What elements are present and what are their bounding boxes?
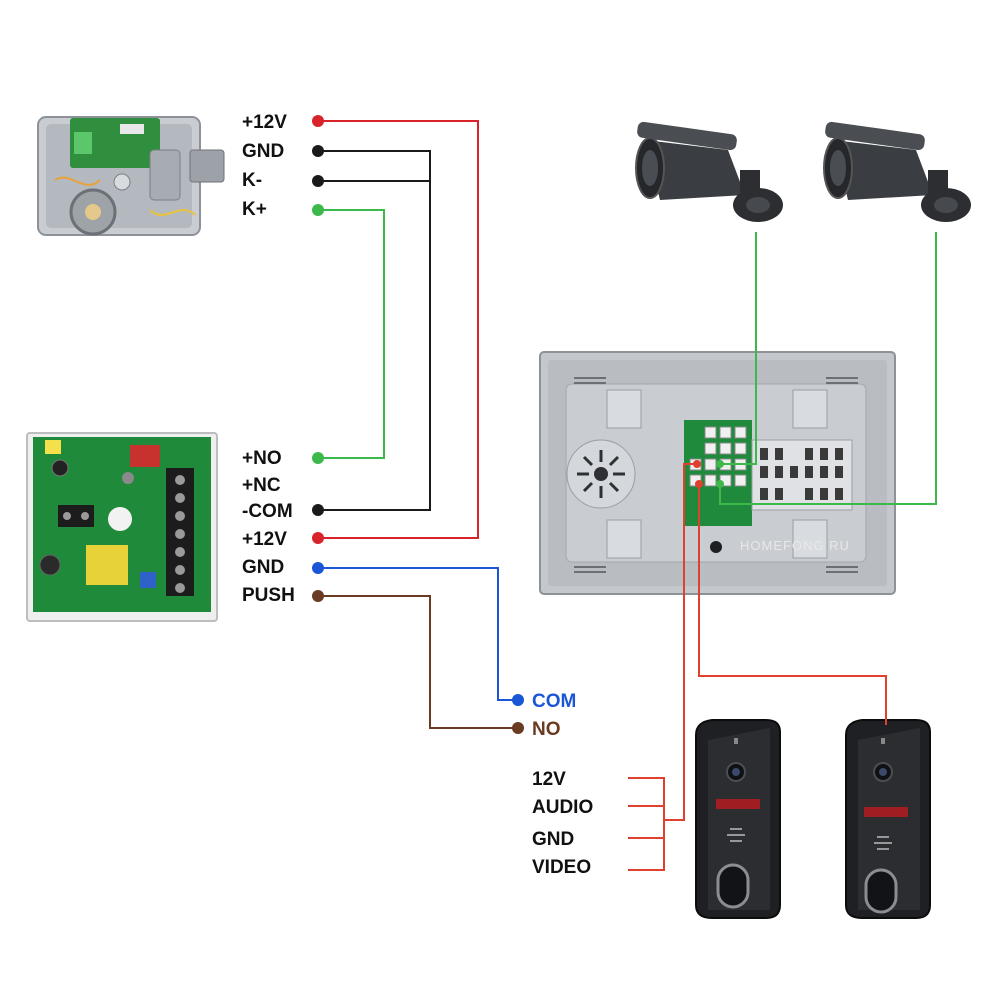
doorbell-label-audio: AUDIO <box>532 797 593 818</box>
terminal-dots <box>312 115 724 734</box>
psu-label-com: -COM <box>242 501 293 522</box>
camera-2 <box>823 121 971 222</box>
lock-label-12v: +12V <box>242 112 287 133</box>
wire-gnd-blue <box>318 567 518 701</box>
psu-label-gnd: GND <box>242 557 284 578</box>
lock-terminal-labels: +12V GND K- K+ <box>242 112 287 220</box>
psu-terminal-labels: +NO +NC -COM +12V GND PUSH <box>242 448 295 606</box>
door-station-1 <box>695 719 781 919</box>
doorbell-label-video: VIDEO <box>532 857 591 878</box>
wire-12v-red <box>318 120 479 539</box>
psu-label-push: PUSH <box>242 585 295 606</box>
doorbell-label-gnd: GND <box>532 829 574 850</box>
lock-label-gnd: GND <box>242 141 284 162</box>
doorbell-wire-bracket <box>628 777 665 871</box>
door-station-2 <box>845 719 931 919</box>
doorbell-label-12v: 12V <box>532 769 566 790</box>
exit-label-com: COM <box>532 691 576 712</box>
lock-label-kplus: K+ <box>242 199 267 220</box>
wire-doorbell-1 <box>664 463 697 821</box>
electric-lock <box>37 116 225 236</box>
camera-1 <box>635 121 783 222</box>
wire-doorbell-2 <box>698 484 887 725</box>
exit-label-no: NO <box>532 719 561 740</box>
lock-label-kminus: K- <box>242 170 262 191</box>
wire-camera-2 <box>719 232 937 505</box>
exit-button-labels: COM NO <box>532 691 576 740</box>
monitor-brand-label: HOMEFONG RU <box>740 538 850 553</box>
indoor-monitor: HOMEFONG RU <box>539 351 896 595</box>
wire-gnd-black <box>318 150 431 511</box>
wire-push-brown <box>318 595 518 729</box>
access-control-power-supply <box>26 432 218 622</box>
psu-label-nc: +NC <box>242 475 281 496</box>
wiring <box>318 120 937 871</box>
wire-kplus-green <box>318 209 385 459</box>
psu-label-no: +NO <box>242 448 282 469</box>
doorbell-terminal-labels: 12V AUDIO GND VIDEO <box>532 769 593 878</box>
wire-camera-1 <box>720 232 757 465</box>
psu-label-12v: +12V <box>242 529 287 550</box>
